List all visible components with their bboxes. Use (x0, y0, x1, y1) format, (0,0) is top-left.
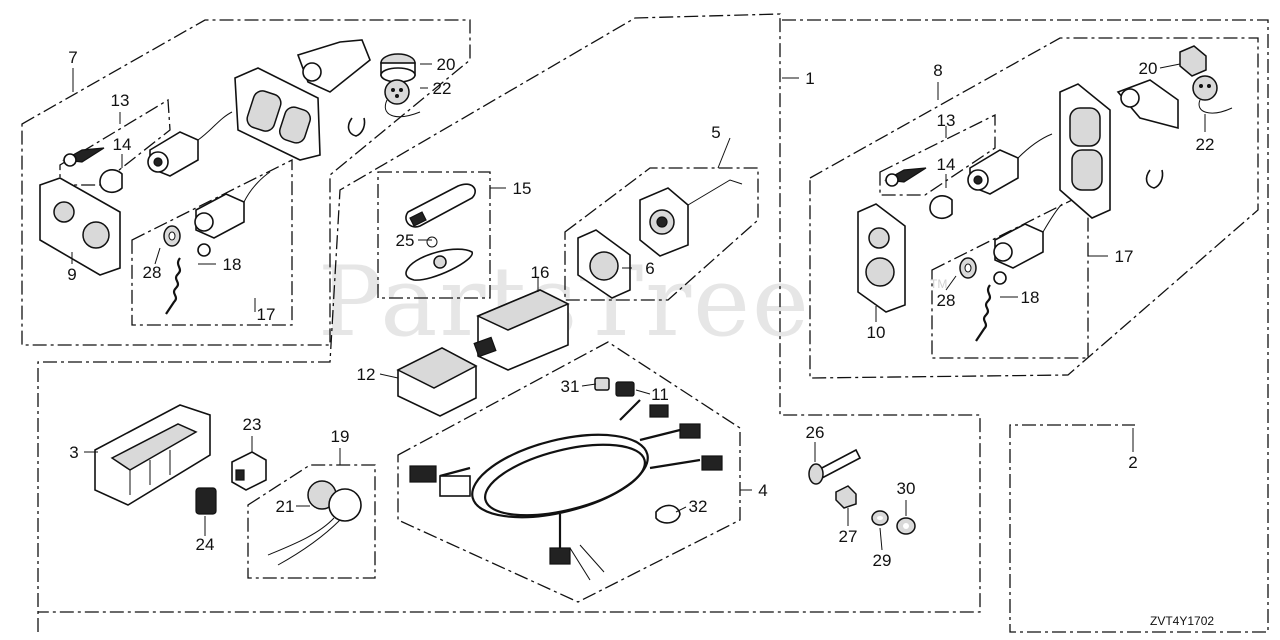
buzzer-21 (267, 480, 362, 566)
callout-22-left: 22 (433, 79, 452, 98)
connector-31 (594, 377, 610, 391)
callout-2: 2 (1128, 453, 1137, 472)
callout-32: 32 (689, 497, 708, 516)
panel-plate-9 (39, 177, 121, 276)
callout-20-left: 20 (437, 55, 456, 74)
outline-panel-8 (809, 37, 1259, 379)
outline-assembly-2 (782, 19, 1269, 633)
bracket-right (1116, 79, 1179, 130)
panel-plate-upper-right (1059, 83, 1111, 219)
callout-12: 12 (357, 365, 376, 384)
outline-switch-5 (564, 167, 759, 301)
callout-9: 9 (67, 265, 76, 284)
nut-27 (835, 485, 857, 509)
stop-switch-17-left (194, 171, 271, 239)
panel-plate-10 (857, 203, 906, 313)
callout-27: 27 (839, 527, 858, 546)
knob-14-left (99, 169, 123, 194)
key-13-right (884, 167, 927, 187)
callout-3: 3 (69, 443, 78, 462)
ignition-switch-left (147, 111, 233, 177)
callout-22-right: 22 (1196, 135, 1215, 154)
callout-29: 29 (873, 551, 892, 570)
clip-right (1145, 169, 1164, 189)
bracket-upper-left (296, 39, 371, 93)
callout-25: 25 (396, 231, 415, 250)
callout-19: 19 (331, 427, 350, 446)
watermark-trademark: TM (930, 277, 947, 291)
callout-31: 31 (561, 377, 580, 396)
callout-7: 7 (68, 48, 77, 67)
callout-16: 16 (531, 263, 550, 282)
callout-4: 4 (758, 481, 767, 500)
outline-assembly-1 (37, 13, 981, 632)
callout-24: 24 (196, 535, 215, 554)
callout-17-left: 17 (257, 305, 276, 324)
outline-key-13b (879, 113, 996, 196)
case-12 (396, 347, 478, 417)
key-fob-15 (405, 183, 476, 281)
callout-30: 30 (897, 479, 916, 498)
washer-30 (896, 517, 916, 535)
callout-5: 5 (711, 123, 720, 142)
buzzer-22-right (1192, 75, 1233, 114)
knob-14-right (929, 195, 953, 220)
cap-24 (195, 487, 217, 515)
lanyard-18-right (975, 271, 1007, 342)
stop-switch-17-right (993, 203, 1063, 269)
clamp-32 (655, 504, 681, 524)
callout-13-left: 13 (111, 91, 130, 110)
diagram-code: ZVT4Y1702 (1150, 614, 1214, 628)
cap-20-left (380, 53, 416, 83)
connector-11 (615, 381, 635, 397)
outline-harness-4 (397, 341, 741, 603)
wiring-harness-4 (409, 399, 723, 581)
callout-11: 11 (651, 385, 669, 404)
callout-28-left: 28 (143, 263, 162, 282)
callout-1: 1 (805, 69, 814, 88)
callout-6: 6 (645, 259, 654, 278)
callout-26: 26 (806, 423, 825, 442)
control-unit-16 (473, 289, 570, 371)
callout-23: 23 (243, 415, 262, 434)
buzzer-22-left (384, 79, 421, 118)
outline-key-15 (377, 171, 491, 299)
callout-18-left: 18 (223, 255, 242, 274)
connector-23 (231, 451, 267, 491)
outline-buzzer-19 (247, 464, 376, 579)
callout-14-right: 14 (937, 155, 956, 174)
callout-20-right: 20 (1139, 59, 1158, 78)
callout-15: 15 (513, 179, 532, 198)
outline-stop-17a (131, 158, 293, 326)
holder-3 (94, 404, 211, 506)
callout-21: 21 (276, 497, 295, 516)
callout-10: 10 (867, 323, 886, 342)
ignition-switch-right (967, 133, 1053, 195)
callout-8: 8 (933, 61, 942, 80)
washer-28-right (959, 257, 977, 279)
key-13-left (62, 147, 105, 167)
washer-29 (871, 510, 889, 526)
bolt-26 (808, 448, 862, 485)
clip-left (347, 117, 366, 137)
callout-14-left: 14 (113, 135, 132, 154)
outline-stop-17b (931, 190, 1089, 359)
callout-17-right: 17 (1115, 247, 1134, 266)
callout-numbers: 1 2 3 4 5 6 7 8 9 10 11 12 13 13 14 14 1… (67, 48, 1214, 570)
leader-lines (71, 63, 1206, 551)
cap-20-right (1179, 45, 1207, 77)
outline-panel-7 (21, 19, 471, 346)
panel-plate-upper-left (234, 67, 321, 161)
switch-assembly-5 (639, 179, 743, 257)
callout-28-right: 28 (937, 291, 956, 310)
washer-28-left (163, 225, 181, 247)
lanyard-18-left (165, 243, 211, 315)
cover-6 (577, 229, 631, 299)
callout-18-right: 18 (1021, 288, 1040, 307)
callout-13-right: 13 (937, 111, 956, 130)
